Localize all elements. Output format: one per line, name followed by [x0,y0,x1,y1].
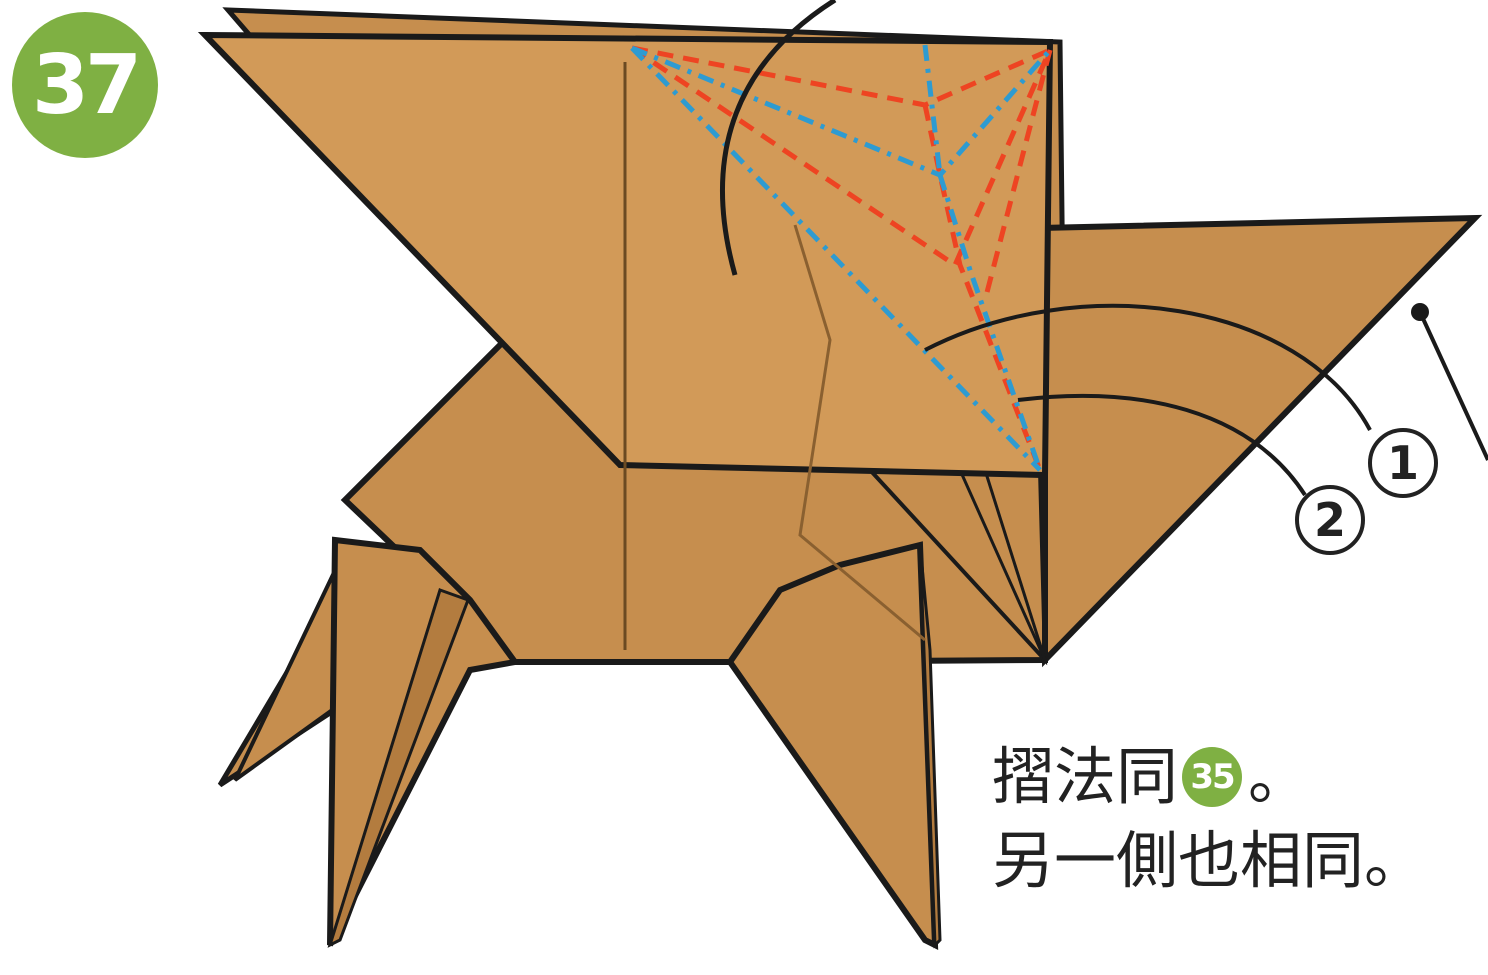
pointer-dot [1411,303,1429,321]
right-leg-inner [918,544,942,949]
caption-line-1-end: 。 [1248,740,1311,813]
arrow-curve-1 [924,303,1372,431]
head-front-layer [197,31,1054,479]
step-number-text: 37 [31,37,142,133]
marker-2: 2 [1295,485,1365,555]
valley-fold-lines [630,45,1053,471]
arrow-curve-top [720,0,837,276]
marker-1: 1 [1368,428,1438,498]
guide-line-zigzag [793,224,926,642]
step-reference-badge: 35 [1182,746,1243,807]
left-leg-inner [327,588,470,948]
mountain-fold-lines [630,44,1052,472]
caption-line-2: 另一側也相同。 [992,824,1427,897]
arrow-curve-2 [1017,393,1307,497]
caption-line-1-text: 摺法同 [992,740,1179,813]
step-number-badge: 37 [12,12,158,158]
pointer-line [1418,311,1488,461]
marker-1-text: 1 [1386,436,1419,490]
marker-2-text: 2 [1313,493,1346,547]
